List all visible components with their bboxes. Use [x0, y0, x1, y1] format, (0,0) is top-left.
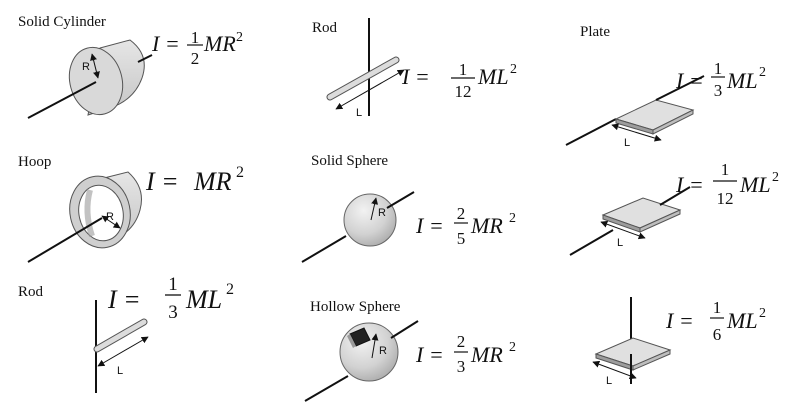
solid-cylinder-title: Solid Cylinder: [18, 14, 106, 30]
hollow-sphere-formula-den: 3: [457, 357, 466, 376]
plate-center-figure: L: [569, 186, 691, 256]
plate-perp-dim-label: L: [606, 375, 612, 387]
plate-center-formula-lhs: I =: [675, 172, 704, 197]
rod-end-formula-den: 3: [168, 302, 178, 323]
solid-sphere-formula-exp: 2: [509, 211, 516, 226]
plate-edge-formula-den: 3: [714, 81, 723, 100]
hollow-sphere-formula: I = 2 3 MR 2: [415, 332, 516, 376]
plate-center-formula-exp: 2: [772, 170, 779, 185]
plate-edge-formula-rest: ML: [726, 68, 758, 93]
rod-end-formula-exp: 2: [226, 281, 234, 298]
hoop-dim-label: R: [106, 211, 114, 223]
solid-cylinder-formula-lhs: I =: [151, 31, 180, 56]
plate-edge-figure: L: [565, 75, 705, 149]
hollow-sphere-formula-lhs: I =: [415, 342, 444, 367]
hoop-formula-lhs: I =: [145, 167, 179, 196]
hoop-formula: I = MR 2: [145, 164, 244, 196]
hollow-sphere-formula-exp: 2: [509, 340, 516, 355]
rod-center-formula-den: 12: [455, 82, 472, 101]
plate-center-dim-label: L: [617, 237, 623, 249]
plate-perp-formula-den: 6: [713, 325, 722, 344]
hoop-formula-exp: 2: [236, 164, 244, 181]
plate-center-formula: I = 1 12 ML 2: [675, 160, 779, 208]
hollow-sphere-panel: Hollow Sphere R I = 2 3 MR 2: [304, 299, 516, 402]
rod-center-dim-label: L: [356, 107, 362, 119]
solid-cylinder-figure: R: [27, 39, 153, 119]
plate-edge-panel: Plate L I = 1 3 ML 2: [565, 24, 766, 149]
plate-perp-formula-rest: ML: [726, 308, 758, 333]
rod-center-formula-exp: 2: [510, 62, 517, 77]
solid-sphere-formula-num: 2: [457, 204, 466, 223]
rod-end-dim-label: L: [117, 365, 123, 377]
solid-sphere-panel: Solid Sphere R I = 2 5 MR 2: [301, 153, 516, 263]
plate-perp-figure: L: [592, 297, 672, 387]
solid-sphere-dim-label: R: [378, 207, 386, 219]
rod-center-formula-num: 1: [459, 60, 468, 79]
plate-edge-formula-exp: 2: [759, 65, 766, 80]
rod-end-formula-lhs: I =: [107, 285, 141, 314]
plate-edge-formula-lhs: I =: [675, 68, 704, 93]
plate-center-formula-rest: ML: [739, 172, 771, 197]
hoop-panel: Hoop R I = MR 2: [18, 154, 244, 263]
rod-center-title: Rod: [312, 20, 338, 36]
solid-sphere-formula-lhs: I =: [415, 213, 444, 238]
plate-perp-formula-lhs: I =: [665, 308, 694, 333]
solid-sphere-figure: R: [301, 191, 415, 263]
solid-cylinder-formula-num: 1: [191, 28, 200, 47]
rod-end-figure: L: [93, 300, 149, 393]
plate-edge-formula-num: 1: [714, 59, 723, 78]
plate-edge-formula: I = 1 3 ML 2: [675, 59, 766, 100]
rod-center-figure: L: [326, 18, 405, 119]
solid-sphere-formula-den: 5: [457, 229, 466, 248]
rod-end-panel: Rod L I = 1 3 ML 2: [18, 274, 234, 393]
solid-cylinder-panel: Solid Cylinder R I = 1 2 MR 2: [18, 14, 243, 119]
rod-center-formula: I = 1 12 ML 2: [401, 60, 517, 101]
rod-end-formula-rest: ML: [185, 285, 222, 314]
plate-perp-formula-num: 1: [713, 298, 722, 317]
solid-sphere-formula: I = 2 5 MR 2: [415, 204, 516, 248]
plate-center-formula-num: 1: [721, 160, 730, 179]
hollow-sphere-formula-rest: MR: [470, 342, 503, 367]
hoop-title: Hoop: [18, 154, 51, 170]
hollow-sphere-formula-num: 2: [457, 332, 466, 351]
solid-cylinder-formula-den: 2: [191, 49, 200, 68]
plate-perp-formula-exp: 2: [759, 306, 766, 321]
plate-perp-formula: I = 1 6 ML 2: [665, 298, 766, 344]
rod-center-formula-rest: ML: [477, 64, 509, 89]
hollow-sphere-figure: R: [304, 320, 419, 402]
solid-sphere-formula-rest: MR: [470, 213, 503, 238]
rod-end-title: Rod: [18, 284, 44, 300]
plate-perp-panel: L I = 1 6 ML 2: [592, 297, 766, 387]
solid-cylinder-formula: I = 1 2 MR 2: [151, 28, 243, 68]
hollow-sphere-dim-label: R: [379, 345, 387, 357]
solid-sphere-title: Solid Sphere: [311, 153, 388, 169]
plate-center-panel: L I = 1 12 ML 2: [569, 160, 779, 256]
rod-center-formula-lhs: I =: [401, 64, 430, 89]
rod-center-panel: Rod L I = 1 12 ML 2: [312, 18, 517, 119]
solid-cylinder-formula-rest: MR: [203, 31, 236, 56]
solid-cylinder-dim-label: R: [82, 61, 90, 73]
rod-end-formula: I = 1 3 ML 2: [107, 274, 234, 323]
plate-edge-title: Plate: [580, 24, 610, 40]
solid-cylinder-formula-exp: 2: [236, 30, 243, 45]
plate-center-formula-den: 12: [717, 189, 734, 208]
hoop-figure: R: [27, 171, 142, 263]
hollow-sphere-title: Hollow Sphere: [310, 299, 401, 315]
plate-edge-dim-label: L: [624, 137, 630, 149]
rod-end-formula-num: 1: [168, 274, 178, 295]
hoop-formula-rest: MR: [193, 167, 232, 196]
